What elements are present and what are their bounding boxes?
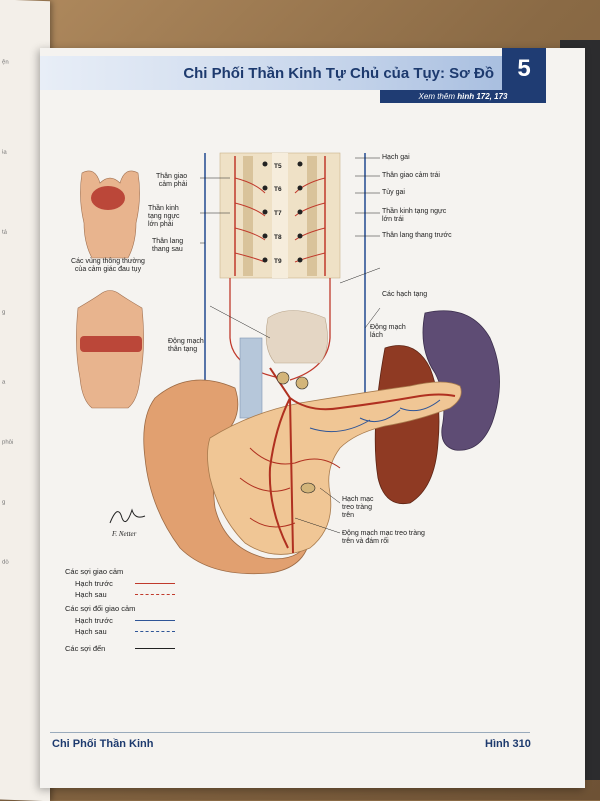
- page-header-banner: Chi Phối Thần Kinh Tự Chủ của Tụy: Sơ Đồ: [40, 56, 502, 90]
- celiac-ganglion: [295, 376, 309, 390]
- see-also-prefix: Xem thêm: [418, 92, 458, 101]
- celiac-ganglion: [276, 371, 290, 385]
- legend-label: Hạch sau: [75, 590, 107, 599]
- atlas-page: Chi Phối Thần Kinh Tự Chủ của Tụy: Sơ Đồ…: [40, 48, 585, 788]
- legend-label: Hạch trước: [75, 579, 113, 588]
- pancreatic-arteries: [239, 447, 341, 528]
- posterior-vagal-trunk-label: Thân lang thang sau: [152, 238, 184, 253]
- left-page-text: tá: [2, 229, 8, 236]
- left-sympathetic-trunk-label: Thân giao cảm trái: [382, 172, 440, 179]
- legend-parasympathetic-preganglionic: Hạch trước: [65, 615, 205, 626]
- aorta: [239, 337, 263, 419]
- footer-section-title: Chi Phối Thần Kinh: [52, 738, 154, 750]
- superior-mesenteric-artery: [268, 397, 294, 554]
- legend-afferent: Các sợi đến: [65, 643, 205, 654]
- pancreatic-veins: [309, 399, 441, 433]
- vertebra-label: T9: [274, 258, 282, 265]
- pancreas: [207, 381, 462, 555]
- vertebra-label: T6: [274, 186, 282, 193]
- superior-mesenteric-artery-label: Động mạch mạc treo tràng trên và đám rối: [342, 530, 425, 545]
- legend-swatch: [135, 648, 175, 649]
- left-page-text: a: [2, 379, 6, 386]
- vertebra-label: T8: [274, 234, 282, 241]
- duodenum: [143, 379, 311, 575]
- left-page-text: g: [2, 499, 6, 506]
- legend-swatch: [135, 594, 175, 595]
- legend-parasympathetic-postganglionic: Hạch sau: [65, 626, 205, 637]
- legend-label: Hạch trước: [75, 616, 113, 625]
- spinal-cord-label: Tủy gai: [382, 189, 405, 196]
- torso-front-illustration: [80, 170, 140, 259]
- legend-swatch: [135, 620, 175, 621]
- torso-back-illustration: [76, 290, 144, 409]
- legend-swatch: [135, 583, 175, 584]
- crus-fibers: [265, 310, 328, 364]
- left-greater-splanchnic-label: Thần kinh tạng ngực lớn trái: [382, 208, 447, 223]
- signature-text: F. Netter: [112, 530, 137, 538]
- legend: Các sợi giao cảm Hạch trước Hạch sau Các…: [65, 563, 205, 654]
- spinal-column: [219, 152, 341, 279]
- superior-mesenteric-ganglion: [300, 482, 316, 494]
- left-page-text: g: [2, 309, 6, 316]
- left-page-text: dò: [2, 559, 9, 566]
- legend-parasympathetic-title: Các sợi đối giao cảm: [65, 604, 136, 613]
- left-page-text: ia: [2, 149, 7, 156]
- footer-figure-number: Hình 310: [485, 738, 531, 750]
- legend-sympathetic-postganglionic: Hạch sau: [65, 589, 205, 600]
- spleen: [422, 310, 500, 451]
- anatomical-illustration: T5 T6 T7 T8 T9: [76, 152, 500, 575]
- splenic-artery: [269, 367, 456, 411]
- vertebra-label: T7: [274, 210, 282, 217]
- splenic-artery-label: Động mạch lách: [370, 324, 406, 339]
- artist-signature: [109, 508, 146, 524]
- see-also-reference: Xem thêm hình 172, 173: [380, 90, 546, 103]
- celiac-trunk-label: Động mạch thân tạng: [168, 338, 204, 353]
- legend-swatch: [135, 631, 175, 632]
- legend-sympathetic-preganglionic: Hạch trước: [65, 578, 205, 589]
- chapter-number-badge: 5: [502, 48, 546, 90]
- superior-mesenteric-ganglion-label: Hạch mạc treo tràng trên: [342, 496, 374, 519]
- right-greater-splanchnic-label: Thần kinh tạng ngực lớn phải: [148, 205, 180, 228]
- legend-label: Các sợi đến: [65, 644, 106, 653]
- anterior-vagal-trunk-label: Thân lang thang trước: [382, 232, 452, 239]
- right-sympathetic-trunk-label: Thân giao cảm phải: [156, 173, 188, 188]
- spinal-ganglion-label: Hạch gai: [382, 154, 410, 161]
- left-page-text: phôi: [2, 439, 14, 446]
- referred-pain-label: Các vùng thông thường của cảm giác đau t…: [71, 258, 145, 273]
- vertebra-label: T5: [274, 163, 282, 170]
- footer-divider: [50, 732, 530, 733]
- celiac-ganglia-label: Các hạch tạng: [382, 291, 428, 298]
- see-also-figures: hình 172, 173: [457, 92, 508, 101]
- page-title: Chi Phối Thần Kinh Tự Chủ của Tụy: Sơ Đồ: [183, 65, 494, 82]
- leader-lines: [200, 157, 381, 534]
- legend-sympathetic-title: Các sợi giao cảm: [65, 567, 124, 576]
- legend-label: Hạch sau: [75, 627, 107, 636]
- left-page-text: ện: [2, 59, 9, 66]
